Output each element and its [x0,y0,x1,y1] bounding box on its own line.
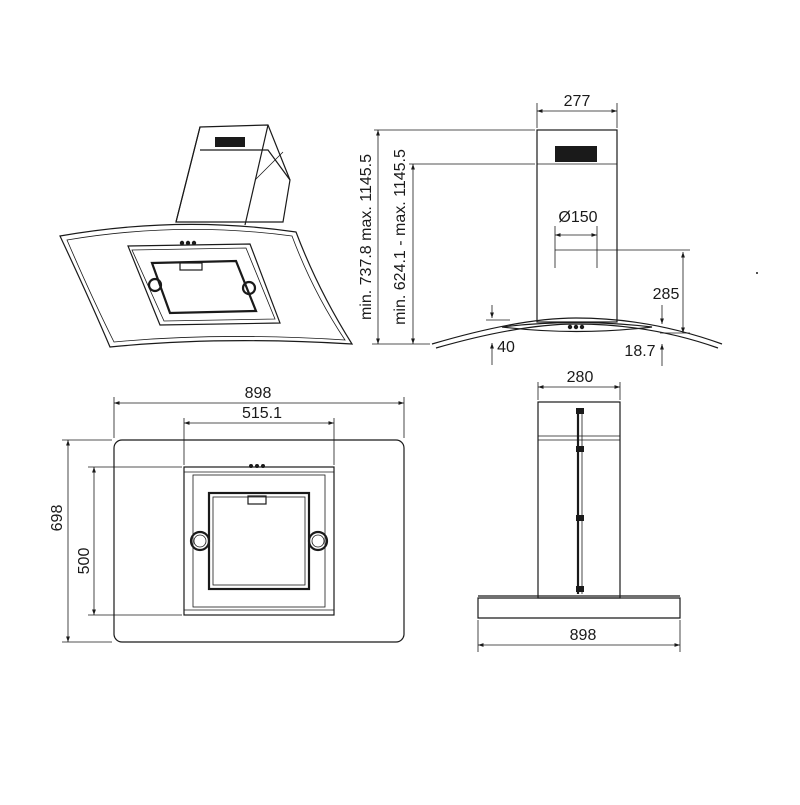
dimension-height-chimney: min. 624.1 - max. 1145.5 [392,149,409,325]
dimension-500: 500 [76,548,93,575]
light-icon [241,280,257,296]
dimension-18-7: 18.7 [624,343,655,360]
top-view: 280 898 [477,369,681,652]
dimension-515-1: 515.1 [242,405,282,422]
dimension-280: 280 [567,369,594,386]
dimension-698: 698 [49,505,66,532]
side-view: 277 Ø150 285 40 18.7 min. 737.8 max. 114… [358,93,758,366]
dimension-height-total: min. 737.8 max. 1145.5 [358,154,375,320]
light-icon [147,277,163,293]
dimension-898-front: 898 [245,385,272,402]
light-icon [189,530,211,552]
dimension-285: 285 [653,286,680,303]
vent-slots-icon [215,137,245,147]
dimension-40: 40 [497,339,515,356]
light-icon [307,530,329,552]
perspective-view [59,124,354,348]
dimension-898-top: 898 [570,627,597,644]
front-view: 898 515.1 698 500 [49,385,405,643]
dimension-duct-diameter: Ø150 [558,209,597,226]
vent-slots-icon [555,146,597,162]
dimension-277: 277 [564,93,591,110]
